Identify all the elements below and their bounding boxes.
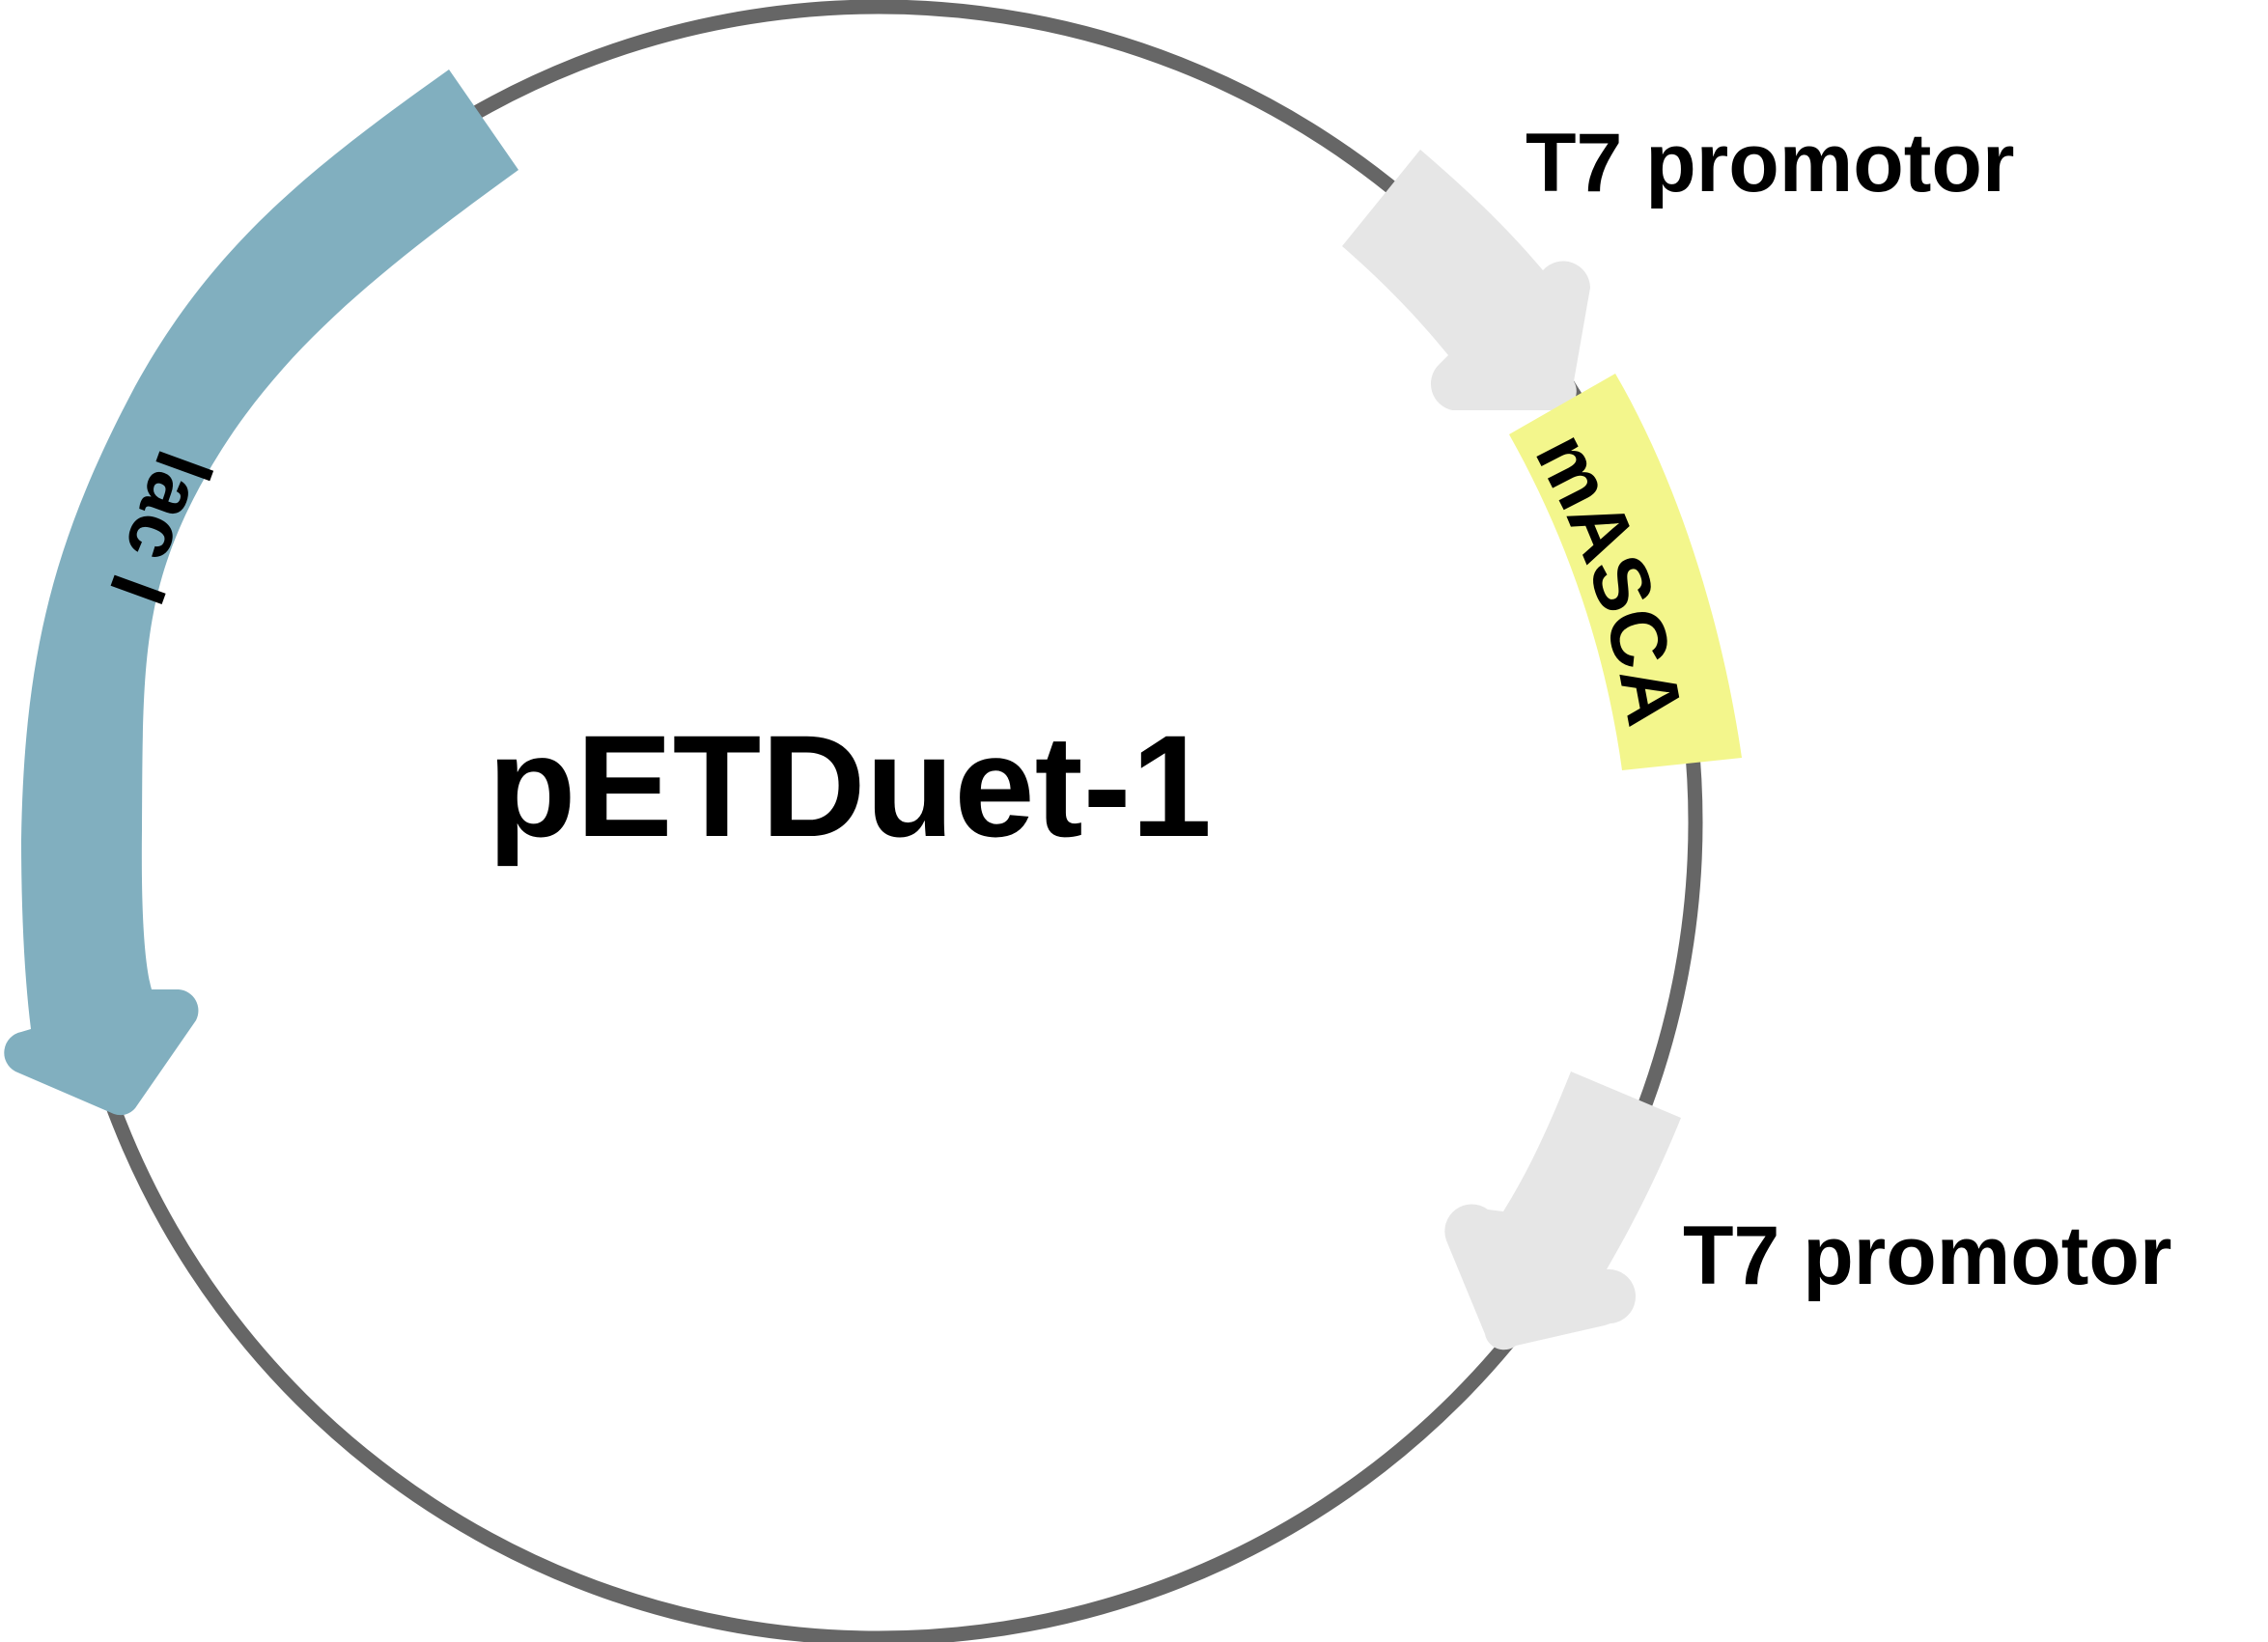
t7-promoter-top-label: T7 promotor: [1526, 117, 2014, 209]
t7-promoter-bottom-label: T7 promotor: [1683, 1210, 2171, 1302]
t7-promoter-top-arrow: [1342, 150, 1590, 411]
t7-promoter-bottom-arrow: [1444, 1071, 1681, 1350]
lac-i-gene-arrow: [4, 70, 519, 1116]
masca-feature-block: [1509, 374, 1742, 770]
plasmid-name: pETDuet-1: [488, 705, 1212, 867]
